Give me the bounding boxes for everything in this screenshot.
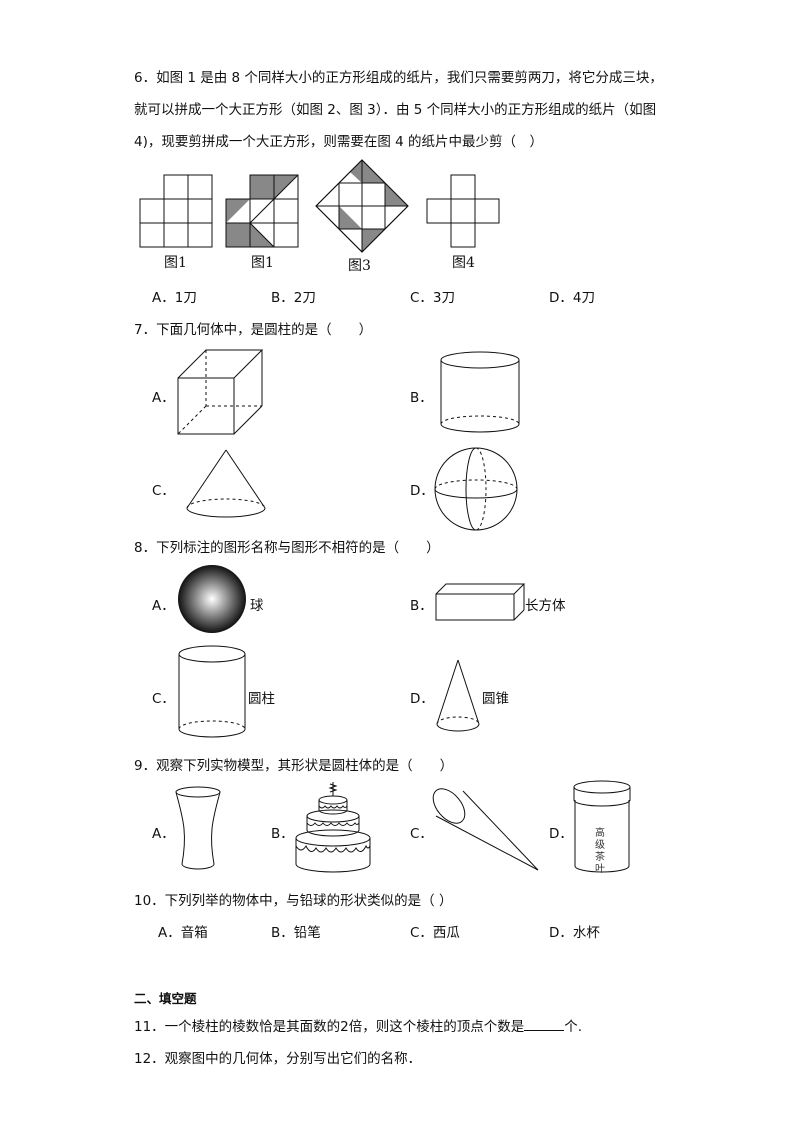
q6-stem-line2: 就可以拼成一个大正方形（如图 2、图 3）．由 5 个同样大小的正方形组成的纸片…: [134, 102, 657, 118]
q10-stem: 10．下列列举的物体中，与铅球的形状类似的是（ ）: [134, 893, 453, 909]
q6-option-d: D．4刀: [549, 290, 595, 306]
q8-label-a: A．: [152, 598, 175, 614]
q9-jar-char: 叶: [595, 864, 605, 875]
q7-cuboid-figure: [177, 349, 264, 435]
q8-name-b: 长方体: [525, 598, 566, 614]
q8-shaded-sphere: [178, 565, 246, 633]
section-title: 二、填空题: [134, 991, 197, 1006]
q9-jar-char: 高: [595, 828, 605, 839]
q8-name-a: 球: [250, 598, 264, 614]
q8-name-d: 圆锥: [482, 691, 509, 707]
figure-3-diamond: [315, 159, 409, 253]
q9-label-a: A．: [152, 826, 175, 842]
q6-option-c: C．3刀: [410, 290, 456, 306]
q8-stem: 8．下列标注的图形名称与图形不相符的是（ ）: [134, 540, 440, 556]
q12-stem: 12．观察图中的几何体，分别写出它们的名称．: [134, 1051, 422, 1067]
q9-label-b: B．: [271, 826, 294, 842]
q9-jar-label: 高 级 茶 叶: [595, 828, 605, 876]
figure-1-caption: 图1: [164, 255, 187, 271]
q7-label-c: C．: [152, 483, 175, 499]
q10-option-a: A．音箱: [158, 925, 208, 941]
q9-cake-figure: [295, 782, 371, 873]
q9-tea-jar-figure: [573, 780, 631, 873]
q11-text: 11．一个棱柱的棱数恰是其面数的2倍，则这个棱柱的顶点个数是 个.: [134, 1015, 582, 1035]
q8-label-d: D．: [410, 691, 434, 707]
q9-cone-horn-figure: [432, 788, 539, 871]
q8-name-c: 圆柱: [248, 691, 275, 707]
q11-text-after: 个.: [564, 1019, 583, 1035]
q9-stem: 9．观察下列实物模型，其形状是圆柱体的是（ ）: [134, 758, 454, 774]
q6-stem-line1: 6．如图 1 是由 8 个同样大小的正方形组成的纸片，我们只需要剪两刀，将它分成…: [134, 70, 663, 86]
q10-option-b: B．铅笔: [271, 925, 321, 941]
q7-label-a: A．: [152, 390, 175, 406]
q6-stem-line3: 4)，现要剪拼成一个大正方形，则需要在图 4 的纸片中最少剪（ ）: [134, 134, 544, 150]
figure-2-grid: [225, 174, 299, 248]
q7-cone-figure: [186, 449, 266, 518]
q9-jar-char: 级: [595, 840, 605, 851]
q8-cuboid-figure: [435, 583, 526, 621]
figure-1-grid: [139, 174, 213, 248]
figure-4-caption: 图4: [452, 255, 475, 271]
q7-cylinder-figure: [440, 351, 520, 433]
figure-4-cross: [426, 174, 500, 248]
q9-label-d: D．: [549, 826, 573, 842]
q9-jar-char: 茶: [595, 852, 605, 863]
q11-text-before: 11．一个棱柱的棱数恰是其面数的2倍，则这个棱柱的顶点个数是: [134, 1019, 525, 1035]
q7-stem: 7．下面几何体中，是圆柱的是（ ）: [134, 322, 373, 338]
q10-option-d: D．水杯: [549, 925, 600, 941]
q6-option-a: A．1刀: [152, 290, 197, 306]
figure-2-caption: 图1: [251, 255, 274, 271]
q10-option-c: C．西瓜: [410, 925, 460, 941]
q9-vase-figure: [175, 786, 221, 870]
q8-label-b: B．: [410, 598, 433, 614]
figure-3-caption: 图3: [348, 258, 371, 274]
q7-label-d: D．: [410, 483, 434, 499]
q8-cone-figure: [436, 659, 480, 732]
q9-label-c: C．: [410, 826, 433, 842]
q7-label-b: B．: [410, 390, 433, 406]
q8-cylinder-figure: [178, 645, 246, 738]
q7-sphere-figure: [434, 447, 518, 531]
q11-answer-blank[interactable]: [524, 1018, 565, 1031]
q6-option-b: B．2刀: [271, 290, 316, 306]
q8-label-c: C．: [152, 691, 175, 707]
